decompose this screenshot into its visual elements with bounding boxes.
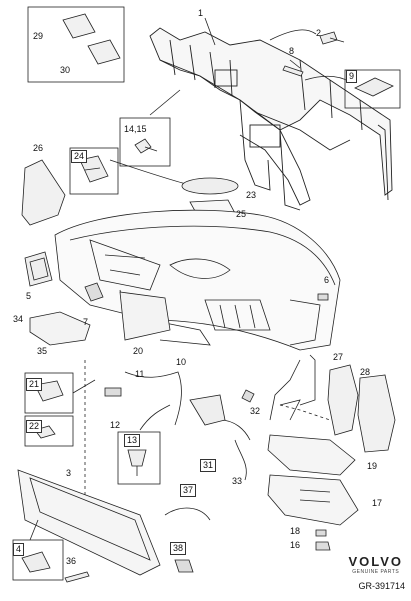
callout-17: 17 — [372, 498, 383, 508]
screw-2 — [319, 31, 345, 45]
callout-37: 37 — [180, 484, 197, 497]
panel-34 — [29, 311, 91, 346]
callout-11: 11 — [135, 369, 145, 379]
end-cover-28 — [357, 374, 396, 453]
callout-8: 8 — [289, 46, 295, 56]
bracket-8 — [282, 65, 304, 77]
callout-33: 33 — [232, 476, 243, 486]
volvo-logo: VOLVO — [348, 554, 403, 569]
pad-part-29 — [62, 13, 96, 39]
callout-6: 6 — [324, 275, 330, 285]
brand-block: VOLVO GENUINE PARTS — [348, 554, 403, 575]
callout-22: 22 — [26, 420, 43, 433]
callout-25: 25 — [236, 209, 247, 219]
callout-9: 9 — [346, 70, 358, 83]
callout-26: 26 — [33, 143, 44, 153]
arrow-2 — [269, 29, 317, 41]
callout-24: 24 — [71, 150, 88, 163]
diagram-reference: GR-391714 — [358, 581, 405, 591]
callout-19: 19 — [367, 461, 378, 471]
part-12 — [104, 387, 122, 397]
leader-1 — [204, 17, 216, 46]
cable-33 — [219, 419, 251, 481]
callout-1: 1 — [198, 8, 204, 18]
callout-4: 4 — [13, 543, 25, 556]
callout-38: 38 — [170, 542, 187, 555]
callout-3: 3 — [66, 468, 72, 478]
vent-5 — [24, 251, 53, 287]
end-cover-27 — [327, 364, 359, 436]
callout-2: 2 — [316, 28, 322, 38]
speaker-grille-23 — [181, 177, 239, 195]
panel-19 — [267, 434, 356, 476]
callout-27: 27 — [333, 352, 344, 362]
callout-29: 29 — [33, 31, 44, 41]
callout-30: 30 — [60, 65, 71, 75]
leader-8 — [289, 59, 301, 69]
callout-23: 23 — [246, 190, 257, 200]
panel-17 — [267, 474, 359, 526]
brand-tagline: GENUINE PARTS — [352, 569, 400, 575]
callout-12: 12 — [110, 420, 121, 430]
glovebox-20 — [119, 291, 171, 341]
callout-36: 36 — [66, 556, 77, 566]
callout-14-15: 14,15 — [124, 124, 147, 134]
callout-21: 21 — [26, 378, 43, 391]
callout-32: 32 — [250, 406, 261, 416]
callout-20: 20 — [133, 346, 144, 356]
callout-34: 34 — [13, 314, 24, 324]
arrow-24 — [109, 159, 191, 186]
clip-6 — [317, 293, 329, 301]
callout-18: 18 — [290, 526, 301, 536]
pads-box — [27, 6, 125, 83]
callout-5: 5 — [26, 291, 32, 301]
clip-7 — [84, 282, 104, 302]
callout-16: 16 — [290, 540, 301, 550]
callout-31: 31 — [200, 459, 217, 472]
callout-35: 35 — [37, 346, 48, 356]
cable-10 — [124, 371, 182, 426]
side-cover-26 — [21, 159, 66, 226]
callout-28: 28 — [360, 367, 371, 377]
arrow-14 — [149, 89, 181, 116]
callout-7: 7 — [83, 317, 89, 327]
dashboard-panel — [54, 209, 341, 421]
carrier-frame — [149, 27, 393, 211]
pad-part-30 — [87, 39, 121, 65]
callout-10: 10 — [176, 357, 187, 367]
callout-13: 13 — [124, 434, 141, 447]
